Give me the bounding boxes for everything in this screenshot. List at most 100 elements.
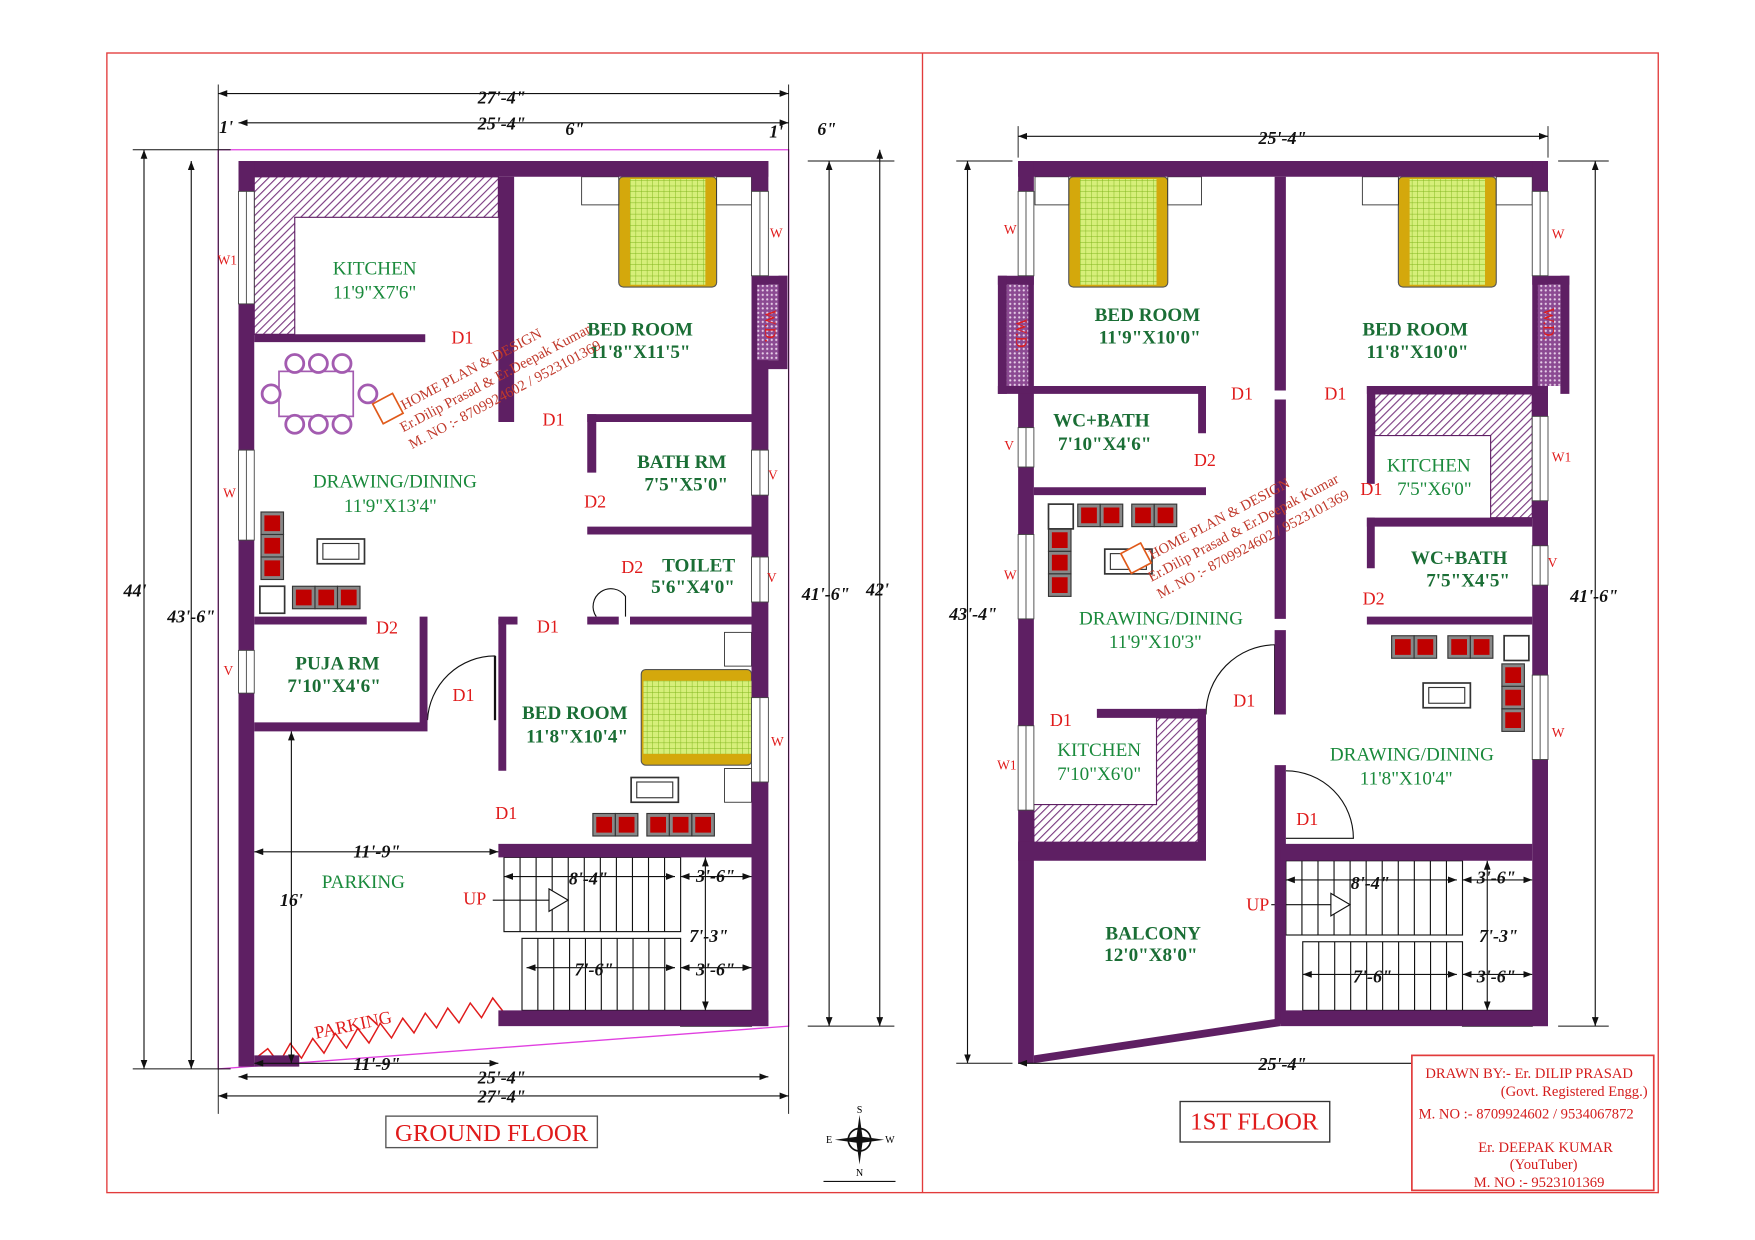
sofa xyxy=(592,812,639,837)
mobile-1: M. NO :- 8709924602 / 9534067872 xyxy=(1419,1106,1634,1122)
wall xyxy=(1274,630,1286,715)
door-swing xyxy=(592,588,627,617)
center-table-top xyxy=(636,781,674,799)
compass-n: N xyxy=(856,1168,864,1179)
window-label: V xyxy=(224,663,234,678)
wall xyxy=(254,1055,300,1067)
room-size-kitchen-2: 7'10"X6'0" xyxy=(1057,764,1141,785)
sofa-cushion xyxy=(1505,667,1521,683)
center-table-top xyxy=(322,542,360,560)
door-swing xyxy=(1205,644,1276,715)
door-label: D1 xyxy=(451,327,473,347)
wardrobe xyxy=(757,284,779,361)
title-block: DRAWN BY:- Er. DILIP PRASAD (Govt. Regis… xyxy=(1411,1054,1655,1192)
room-size-kitchen: 11'9"X7'6" xyxy=(333,282,416,303)
dimension-label: 1' xyxy=(769,121,783,141)
drawn-by: DRAWN BY:- Er. DILIP PRASAD xyxy=(1425,1066,1633,1082)
staircase xyxy=(521,937,682,1011)
wall xyxy=(1366,517,1375,569)
wall xyxy=(1033,487,1206,496)
bed-mattress xyxy=(1080,179,1157,285)
dimension-label: 6" xyxy=(565,119,584,139)
dining-chair xyxy=(331,353,353,374)
designation: (Govt. Registered Engg.) xyxy=(1501,1084,1648,1100)
wall xyxy=(1280,843,1533,861)
bed-mattress xyxy=(643,680,752,754)
room-name-bedroom-2: BED ROOM xyxy=(522,703,628,724)
role-2: (YouTuber) xyxy=(1510,1157,1578,1173)
sofa xyxy=(1391,635,1438,659)
room-size-bedroom-2: 11'8"X10'0" xyxy=(1367,342,1469,363)
sofa-cushion xyxy=(1157,507,1174,524)
room-size-drawing-dining-1: 11'9"X10'3" xyxy=(1109,632,1202,653)
door-label: D1 xyxy=(453,685,475,705)
sofa-cushion xyxy=(672,816,689,833)
floor-title-box xyxy=(1179,1100,1331,1143)
walls-layer xyxy=(238,161,1570,1067)
dimension-label: 3'-6" xyxy=(695,866,735,886)
wall xyxy=(587,414,597,473)
door-label: D2 xyxy=(1194,450,1216,470)
sofa xyxy=(1131,503,1178,528)
dimension-label: 11'-9" xyxy=(353,1054,400,1074)
dimension-label: 25'-4" xyxy=(477,1068,526,1088)
compass-s: S xyxy=(857,1105,863,1116)
floor-title-first: 1ST FLOOR xyxy=(1190,1109,1319,1136)
room-name-wc-bath-1: WC+BATH xyxy=(1053,411,1150,432)
wall xyxy=(1274,399,1286,619)
sofa-cushion xyxy=(1051,577,1068,593)
dimension-label: 25'-4" xyxy=(1258,1054,1307,1074)
room-name-bedroom-1: BED ROOM xyxy=(1095,305,1201,326)
dining-chair xyxy=(331,413,353,435)
sofa-cushion xyxy=(264,515,281,532)
kitchen-counter xyxy=(253,176,499,335)
up-arrow-icon xyxy=(1330,892,1352,917)
wardrobe xyxy=(1006,284,1029,386)
bed-mattress xyxy=(630,179,706,285)
window-label: W1 xyxy=(218,253,237,268)
sofa xyxy=(1501,663,1525,732)
wall xyxy=(1096,708,1206,718)
dimension-label: 42' xyxy=(865,579,889,599)
watermark-ground: HOME PLAN & DESIGN Er.Dilip Prasad & Er.… xyxy=(371,321,604,453)
center-table xyxy=(1422,682,1472,709)
dimension-label: 43'-6" xyxy=(166,606,215,626)
dining-chair xyxy=(307,353,329,374)
sofa-cushion xyxy=(1051,554,1068,571)
side-table xyxy=(1495,176,1533,206)
compass-w: W xyxy=(885,1135,895,1146)
wall xyxy=(1198,386,1206,434)
room-name-drawing-dining-1: DRAWING/DINING xyxy=(1079,609,1243,630)
wall xyxy=(1274,176,1286,391)
wall xyxy=(1280,1010,1548,1027)
wall xyxy=(778,275,788,368)
sofa-cushion xyxy=(264,537,281,554)
room-size-bath: 7'5"X5'0" xyxy=(644,475,728,496)
dining-chair xyxy=(284,353,306,374)
wall xyxy=(254,616,367,625)
sofa-cushion xyxy=(1395,639,1411,655)
sofa-cushion xyxy=(1103,507,1120,524)
wall xyxy=(1560,275,1570,394)
balcony-parapet xyxy=(1033,1018,1281,1064)
room-name-drawing-dining: DRAWING/DINING xyxy=(313,471,477,492)
room-size-bedroom-1: 11'8"X11'5" xyxy=(590,342,691,363)
floor-title-ground: GROUND FLOOR xyxy=(395,1120,589,1147)
sofa xyxy=(260,511,285,581)
wall xyxy=(1366,616,1533,625)
wardrobe xyxy=(1537,284,1561,386)
furniture-layer xyxy=(253,176,1533,1065)
dimension-label: 25'-4" xyxy=(477,114,526,134)
stair-flight xyxy=(503,856,682,933)
sofa-cushion xyxy=(695,816,711,833)
room-name-balcony: BALCONY xyxy=(1105,924,1201,945)
room-name-puja: PUJA RM xyxy=(295,654,379,675)
wall xyxy=(997,275,1007,394)
wall xyxy=(498,843,752,858)
door-swing xyxy=(1285,770,1354,839)
wall xyxy=(1366,517,1533,527)
side-table xyxy=(259,585,286,615)
dimension-label: 3'-6" xyxy=(1476,966,1516,986)
side-table xyxy=(1503,634,1530,662)
sofa-cushion xyxy=(1473,639,1490,655)
